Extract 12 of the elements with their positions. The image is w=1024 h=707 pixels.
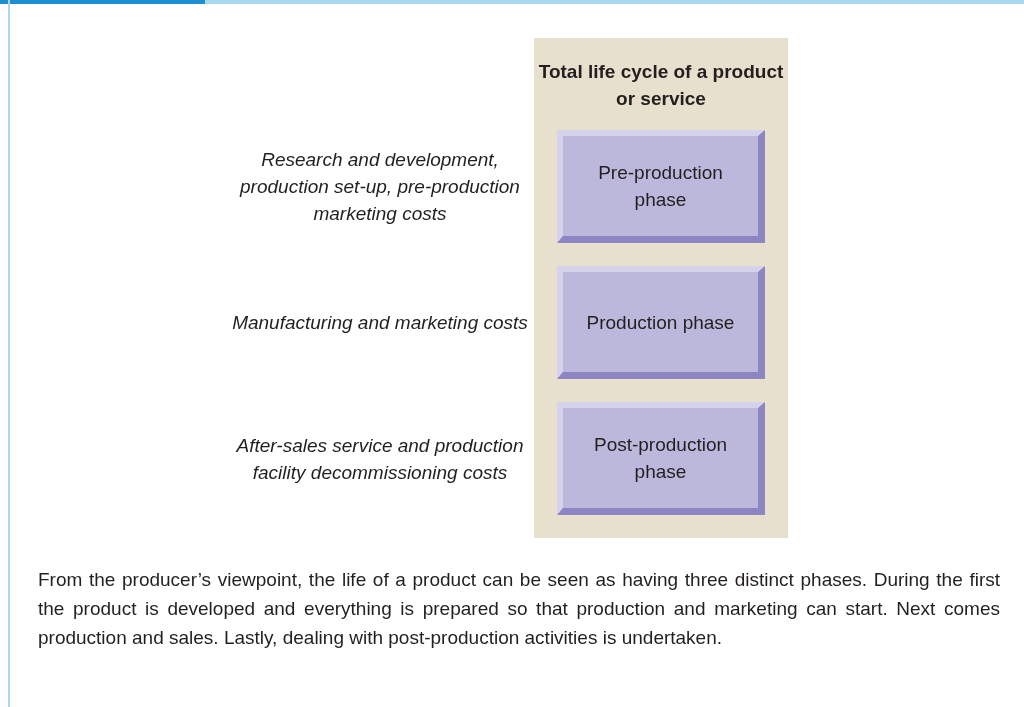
- phase-box: [557, 130, 765, 243]
- cost-note: Research and development, production set-up, pre-production marketing costs: [238, 148, 521, 226]
- life-cycle-panel: [534, 38, 788, 538]
- phase-box: [557, 266, 765, 379]
- phase-box: [557, 402, 765, 515]
- panel-title: Total life cycle of a product or service: [537, 60, 785, 111]
- cost-note: Manufacturing and marketing costs: [231, 311, 529, 335]
- phase-label: Post-production phase: [592, 433, 729, 484]
- phase-label: Pre-production phase: [597, 161, 724, 212]
- cost-note: After-sales service and production facility decommissioning costs: [235, 433, 525, 485]
- caption: From the producer’s viewpoint, the life of a product can be seen as having three distinct phases. During the first the product is developed and everything is prepared so that production and marketing can start. Next comes production and sales. Lastly, dealing with post-production activities is undertaken.: [38, 568, 1000, 650]
- phase-label: Production phase: [586, 310, 735, 335]
